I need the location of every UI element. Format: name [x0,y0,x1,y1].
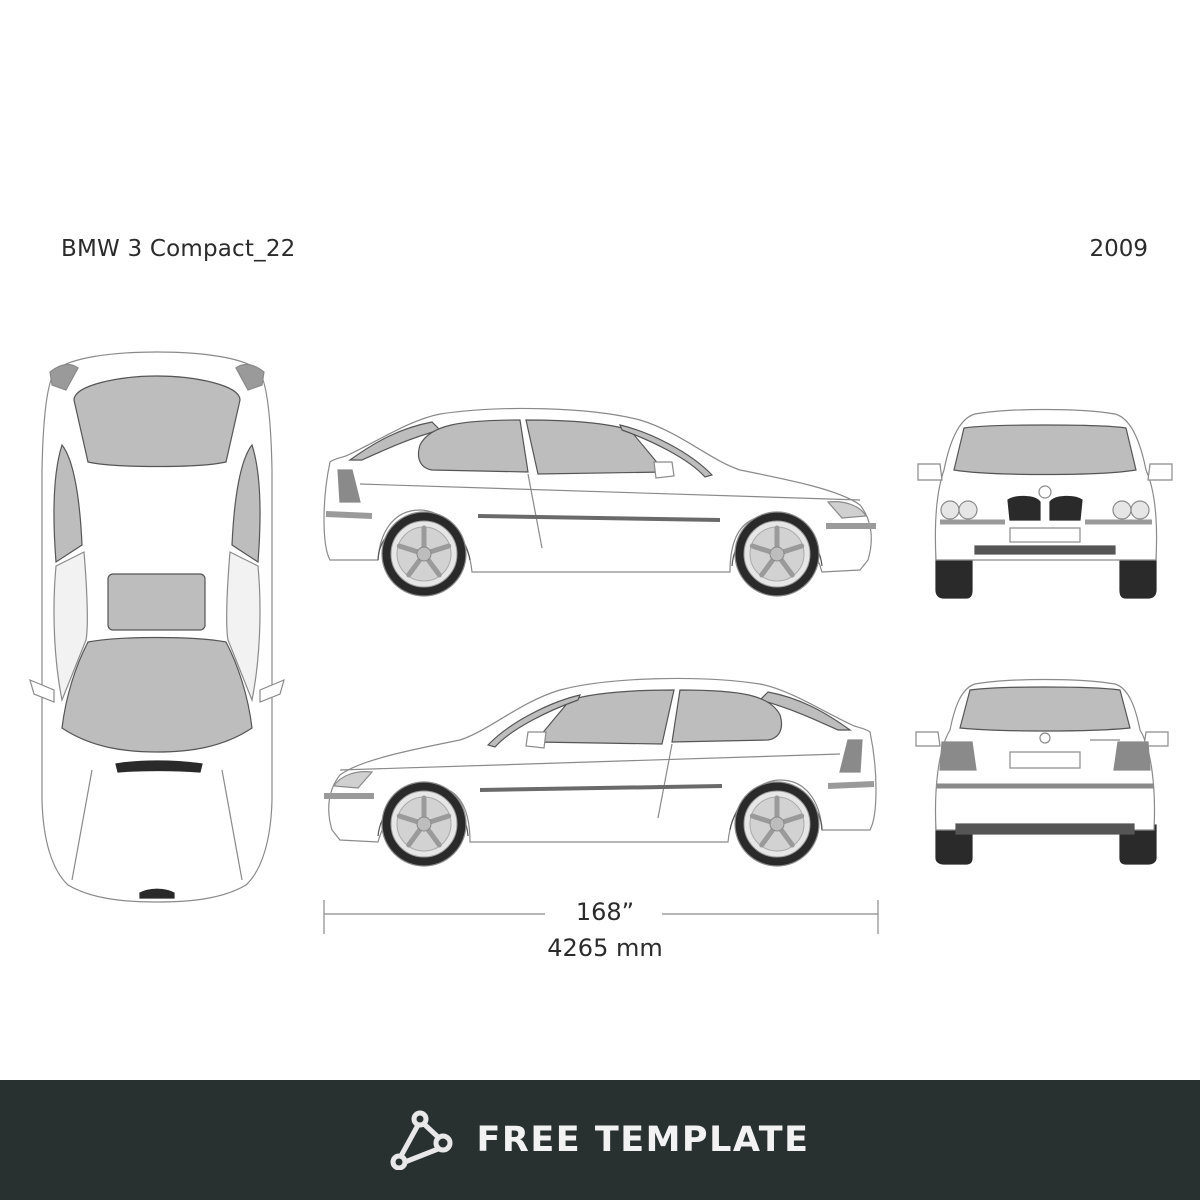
side-view-left [324,677,877,866]
model-title: BMW 3 Compact_22 [61,236,296,262]
front-view [917,408,1173,599]
length-mm: 4265 mm [547,934,663,962]
triangle-nodes-icon [390,1110,453,1170]
footer-label: FREE TEMPLATE [476,1120,810,1160]
vehicle-drawing [29,351,1173,934]
rear-view [915,678,1169,865]
top-view [29,351,285,903]
length-dimension-line [323,900,879,934]
footer-banner: FREE TEMPLATE [0,1080,1200,1200]
model-year: 2009 [1089,236,1148,262]
side-view-right [323,407,876,596]
length-inches: 168” [575,898,635,926]
